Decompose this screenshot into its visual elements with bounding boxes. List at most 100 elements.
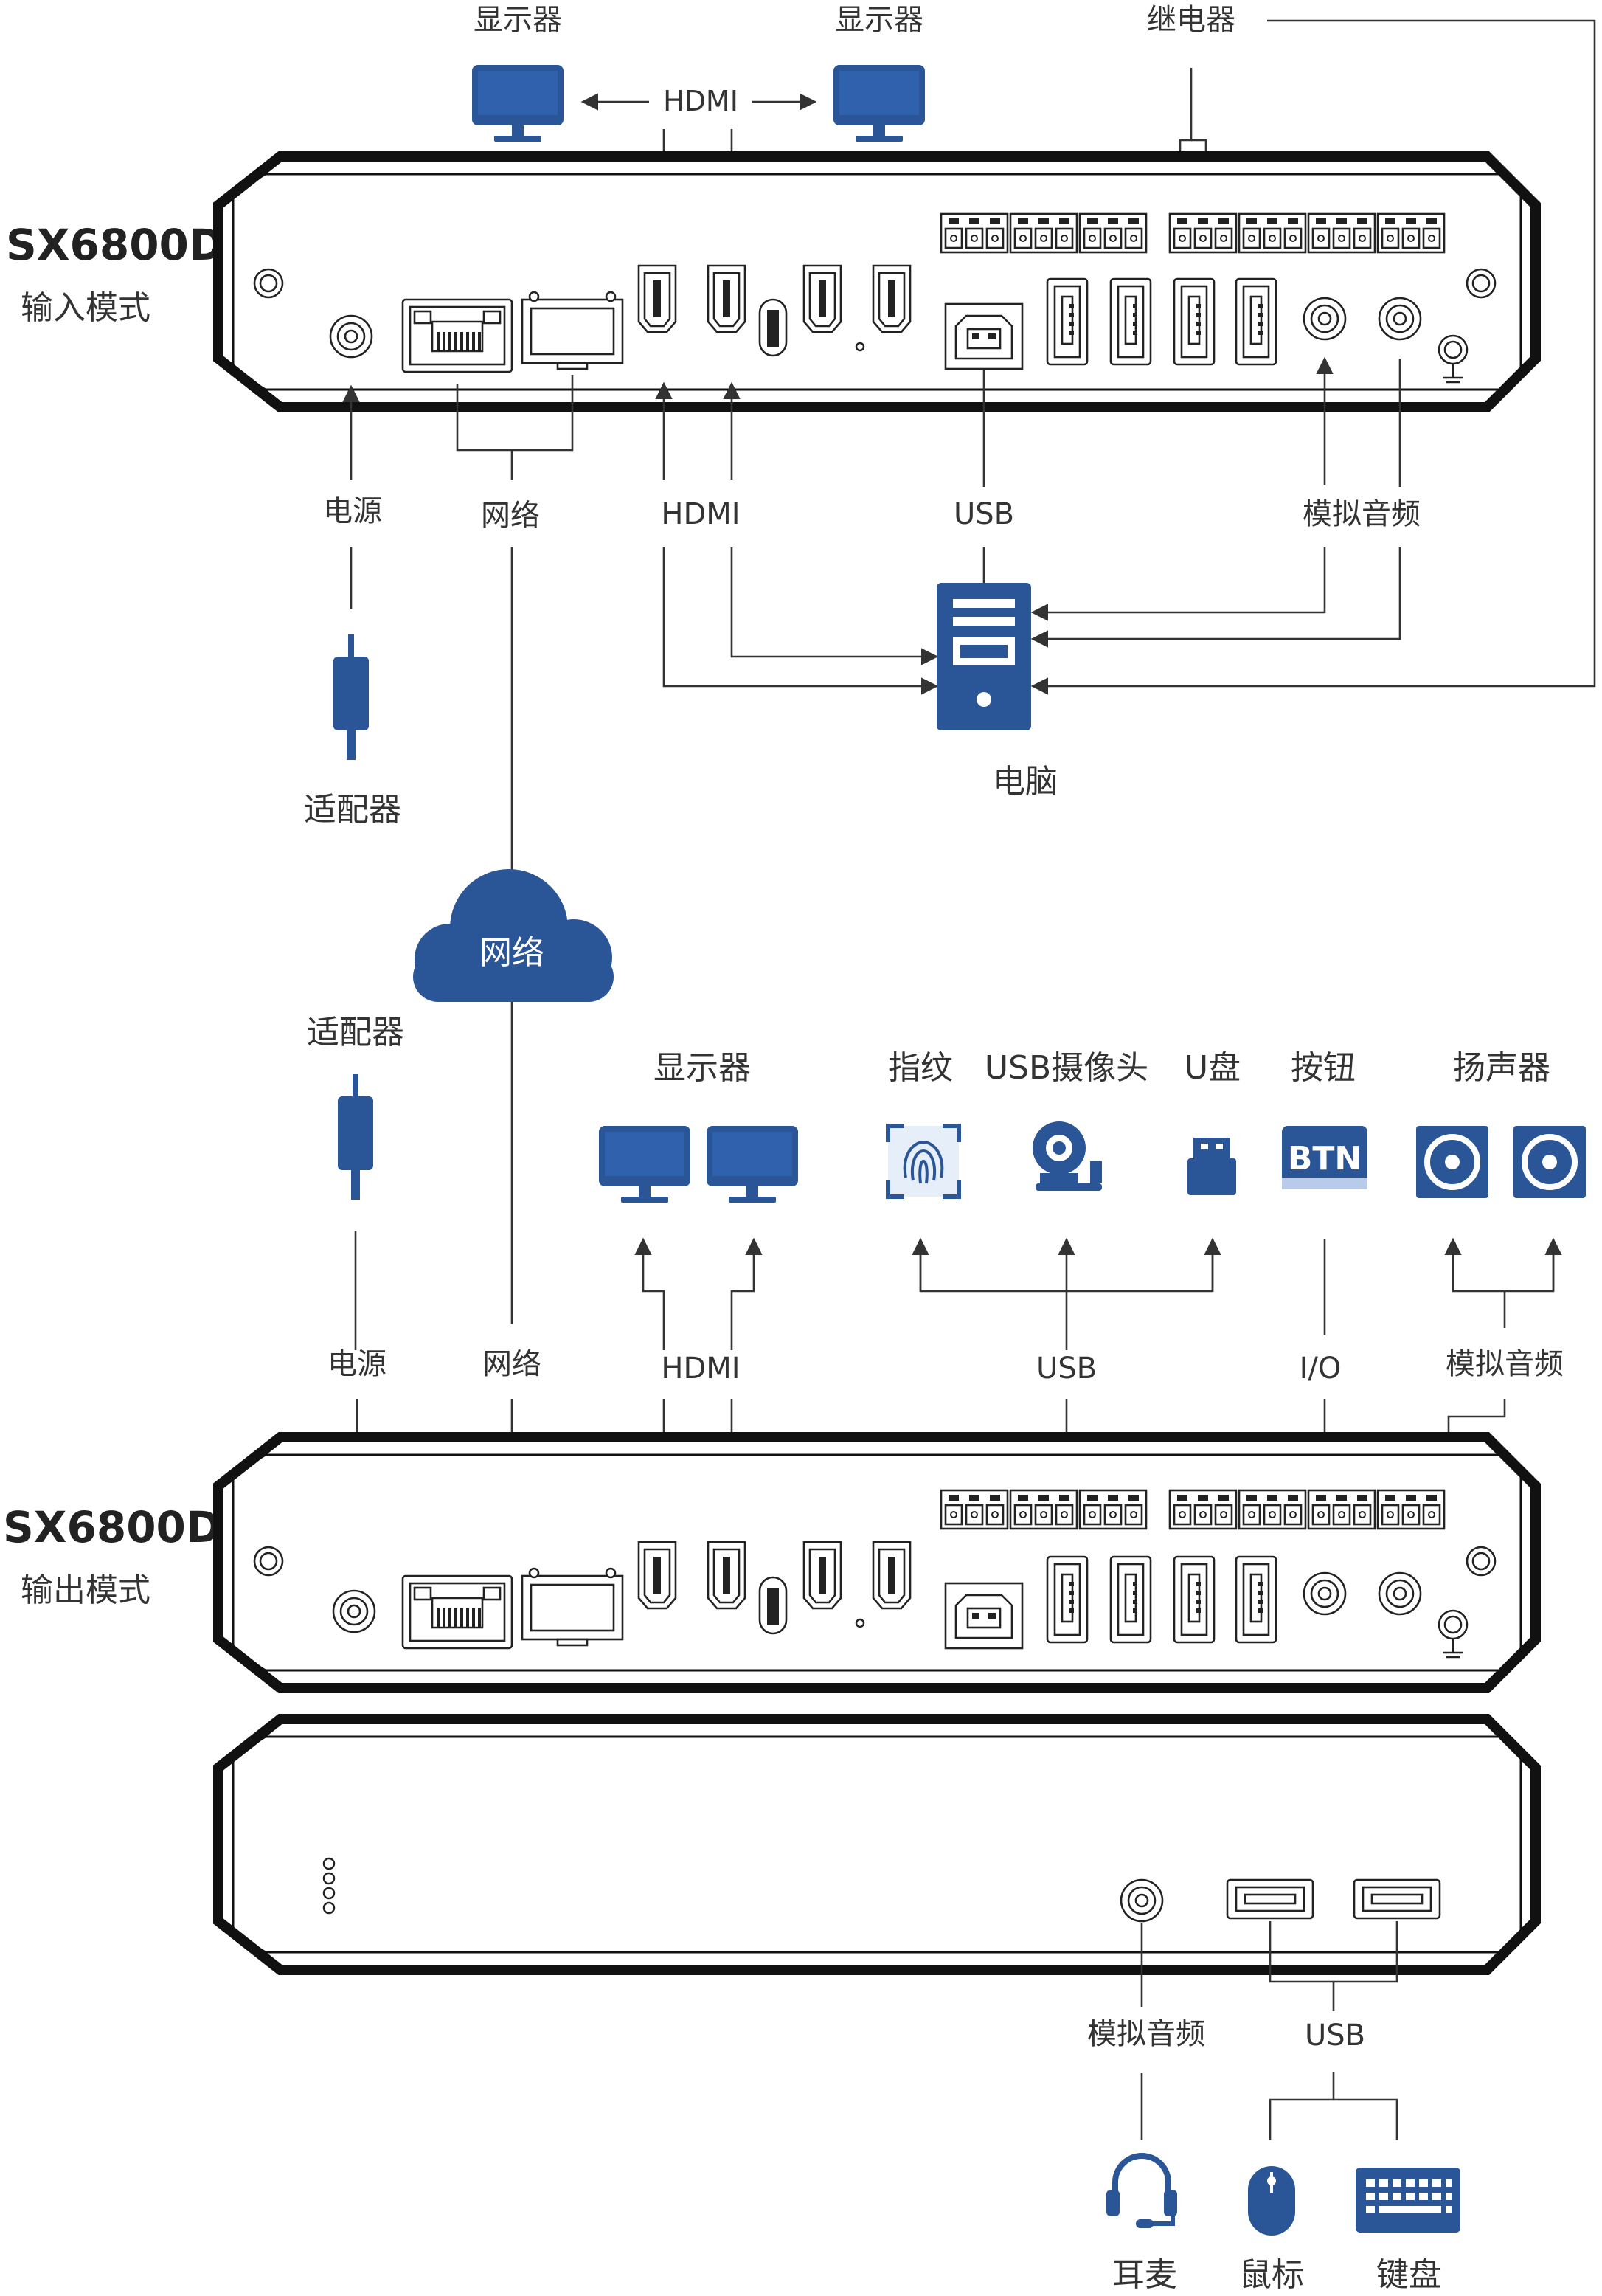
- input-audio-jack-2: [1378, 297, 1422, 341]
- audio-to-pc-2: [1030, 547, 1401, 648]
- monitor-icon: [707, 1126, 798, 1203]
- input-usb-b-port: [944, 302, 1024, 370]
- output-front-panel: [213, 1714, 1541, 1975]
- speaker-icon: [1513, 1126, 1586, 1198]
- input-rj45-port: [401, 298, 513, 373]
- network-bracket-in: [456, 375, 574, 452]
- output-mode-label: 输出模式: [21, 1571, 150, 1609]
- input-sfp-port: [521, 291, 624, 370]
- output-terminal-block-5: [1238, 1489, 1307, 1530]
- output-hdmi-port-2: [707, 1541, 746, 1610]
- output-audio-jack-2: [1378, 1571, 1422, 1616]
- output-audio-jack-1: [1303, 1571, 1347, 1616]
- network-label-out: 网络: [482, 1347, 541, 1381]
- input-hdmi-port-4: [872, 264, 912, 333]
- input-usb-a-port-4: [1235, 277, 1277, 366]
- output-hdmi-port-4: [872, 1541, 912, 1610]
- power-adapter-icon: [333, 634, 369, 760]
- audio-label-out: 模拟音频: [1446, 1347, 1564, 1381]
- front-usb-label: USB: [1305, 2019, 1365, 2053]
- output-usb-a-port-2: [1109, 1555, 1152, 1644]
- cloud-label: 网络: [479, 934, 544, 972]
- output-terminal-block-7: [1376, 1489, 1446, 1530]
- output-switch: [758, 1576, 788, 1635]
- output-usb-a-port-3: [1173, 1555, 1216, 1644]
- usb-drive-icon: [1187, 1138, 1236, 1195]
- output-hdmi-port-3: [802, 1541, 842, 1610]
- output-terminal-block-3: [1078, 1489, 1148, 1530]
- power-adapter-icon: [338, 1074, 373, 1200]
- input-usb-a-port-2: [1109, 277, 1152, 366]
- output-hdmi-port-1: [637, 1541, 677, 1610]
- monitor-label-right: 显示器: [835, 3, 923, 37]
- input-mode-label: 输入模式: [21, 289, 150, 327]
- adapter-label-top: 适配器: [304, 791, 401, 829]
- input-switch: [758, 298, 788, 357]
- front-usb-port-2: [1353, 1878, 1441, 1920]
- io-label-out: I/O: [1300, 1352, 1342, 1386]
- input-screw-right: [1466, 268, 1497, 299]
- hdmi-out-wire-2: [730, 1237, 763, 1350]
- headset-icon: [1106, 2153, 1177, 2228]
- audio-label-in: 模拟音频: [1303, 497, 1421, 531]
- speaker-bracket: [1452, 1239, 1555, 1293]
- output-usb-b-port: [944, 1582, 1024, 1650]
- keyboard-icon: [1356, 2168, 1460, 2233]
- output-power-jack: [332, 1589, 376, 1633]
- input-terminal-block-1: [940, 212, 1009, 254]
- monitor-label-left: 显示器: [474, 3, 562, 37]
- hdmi-to-pc-1: [662, 547, 939, 695]
- input-terminal-block-7: [1376, 212, 1446, 254]
- output-model-title: SX6800D: [3, 1502, 221, 1552]
- webcam-icon: [1033, 1121, 1102, 1191]
- input-terminal-block-3: [1078, 212, 1148, 254]
- audio-to-pc-1: [1030, 547, 1326, 621]
- output-screw-right: [1466, 1546, 1497, 1577]
- hdmi-out-wire-1: [634, 1237, 665, 1350]
- input-terminal-block-6: [1307, 212, 1376, 254]
- pc-label: 电脑: [993, 763, 1058, 801]
- front-usb-port-1: [1226, 1878, 1314, 1920]
- hdmi-label-in: HDMI: [661, 497, 740, 531]
- mouse-icon: [1248, 2166, 1295, 2236]
- output-usb-a-port-4: [1235, 1555, 1277, 1644]
- input-audio-jack-1: [1303, 297, 1347, 341]
- monitors-label: 显示器: [653, 1049, 751, 1087]
- monitor-icon: [599, 1126, 690, 1203]
- button-icon-text: BTN: [1288, 1140, 1362, 1178]
- hdmi-label-out: HDMI: [661, 1352, 740, 1386]
- headset-label: 耳麦: [1112, 2256, 1177, 2294]
- monitor-icon: [833, 65, 925, 142]
- input-terminal-block-2: [1009, 212, 1078, 254]
- input-ground-terminal: [1438, 334, 1468, 384]
- input-model-title: SX6800D: [6, 220, 224, 270]
- status-leds: [322, 1857, 336, 1915]
- usb-label-in: USB: [954, 497, 1014, 531]
- output-screw-left: [253, 1546, 284, 1577]
- output-terminal-block-6: [1307, 1489, 1376, 1530]
- relay-label: 继电器: [1147, 3, 1235, 37]
- adapter-label-bottom: 适配器: [307, 1014, 404, 1051]
- input-hdmi-port-2: [707, 264, 746, 333]
- relay-line: [1030, 19, 1596, 695]
- fingerprint-label: 指纹: [888, 1049, 953, 1087]
- output-ground-terminal: [1438, 1609, 1468, 1659]
- input-hdmi-port-1: [637, 264, 677, 333]
- input-usb-a-port-1: [1046, 277, 1089, 366]
- speaker-icon: [1416, 1126, 1488, 1198]
- fingerprint-icon: [886, 1124, 961, 1199]
- input-usb-a-port-3: [1173, 277, 1216, 366]
- pc-tower-icon: [937, 583, 1031, 730]
- button-icon: [1282, 1126, 1367, 1189]
- power-label-in: 电源: [323, 494, 382, 528]
- usb-camera-label: USB摄像头: [985, 1049, 1148, 1087]
- button-label: 按钮: [1291, 1049, 1356, 1087]
- monitor-icon: [472, 65, 564, 142]
- front-audio-jack: [1120, 1878, 1164, 1923]
- output-rj45-port: [401, 1574, 513, 1650]
- power-label-out: 电源: [327, 1347, 386, 1381]
- input-terminal-block-4: [1168, 212, 1238, 254]
- cloud-icon: [413, 869, 614, 1002]
- output-terminal-block-1: [940, 1489, 1009, 1530]
